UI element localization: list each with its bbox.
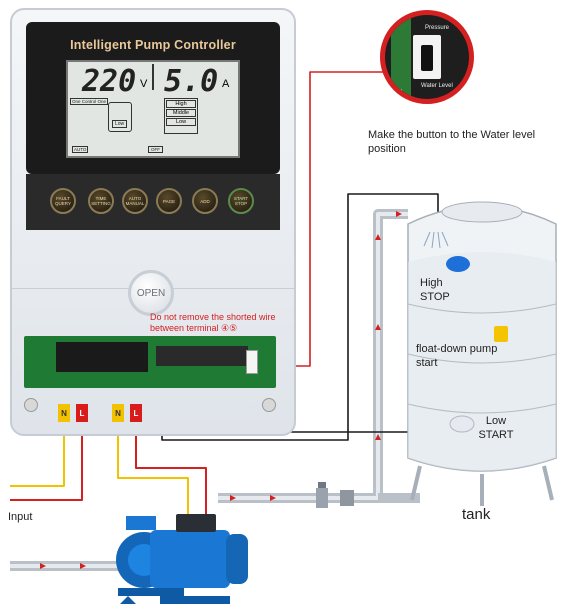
screw-left-icon	[24, 398, 38, 412]
water-pump	[116, 514, 248, 604]
time-setting-button[interactable]: TIME SETTING	[88, 188, 114, 214]
wire-note: Do not remove the shorted wire between t…	[150, 312, 276, 333]
flow-arrows	[40, 211, 402, 569]
inset-switch-lever	[421, 45, 433, 71]
level-high: High	[166, 100, 196, 108]
button-note: Make the button to the Water level posit…	[368, 129, 536, 155]
current-unit: A	[222, 78, 230, 90]
inset-terminal-block	[391, 15, 411, 99]
input-l-tag: L	[76, 404, 88, 422]
voltage-readout: 220	[82, 64, 137, 99]
mode-switch[interactable]	[246, 350, 258, 374]
inset-side-label: OW	[393, 89, 402, 95]
high-float-icon	[446, 256, 470, 272]
lcd-level-box: High Middle Low	[164, 98, 198, 134]
screw-right-icon	[262, 398, 276, 412]
voltage-unit: V	[140, 78, 148, 90]
current-readout: 5.0	[164, 64, 219, 99]
power-terminal-block	[56, 342, 148, 372]
input-n-tag: N	[58, 404, 70, 422]
lcd-display: 220 V 5.0 A One Control One Low High Mid…	[66, 60, 240, 158]
lcd-divider	[152, 64, 154, 90]
lcd-tank-label: Low	[112, 120, 128, 128]
inset-pressure-label: Pressure	[425, 25, 450, 31]
water-tank	[407, 201, 557, 506]
auto-manual-button[interactable]: AUTO MANUAL	[122, 188, 148, 214]
low-start-label: Low START	[478, 415, 514, 441]
mode-text: One Control One	[70, 98, 109, 105]
high-stop-label: High STOP	[420, 277, 450, 303]
switch-inset: Pressure Water Level OW	[380, 10, 474, 104]
auto-indicator: AUTO	[72, 146, 89, 153]
open-button[interactable]: OPEN	[128, 270, 174, 316]
inset-water-level-label: Water Level	[421, 83, 453, 89]
fault-query-button[interactable]: FAULT QUERY	[50, 188, 76, 214]
input-label: Input	[8, 511, 33, 523]
low-float-icon	[449, 415, 475, 433]
water-pipe	[10, 209, 420, 571]
float-down-label: float-down pump start	[416, 343, 498, 369]
level-low: Low	[166, 118, 196, 126]
pump-n-tag: N	[112, 404, 124, 422]
start-stop-button[interactable]: START STOP	[228, 188, 254, 214]
controller-brand: Intelligent Pump Controller	[70, 38, 236, 52]
tank-label: tank	[462, 506, 491, 523]
sensor-terminal-block	[156, 346, 248, 366]
lcd-tank-icon	[108, 102, 132, 132]
add-button[interactable]: ADD	[192, 188, 218, 214]
float-switch-icon	[494, 326, 508, 342]
pump-l-tag: L	[130, 404, 142, 422]
page-button[interactable]: PAGE	[156, 188, 182, 214]
off-indicator: OFF	[148, 146, 163, 153]
level-middle: Middle	[166, 109, 196, 117]
